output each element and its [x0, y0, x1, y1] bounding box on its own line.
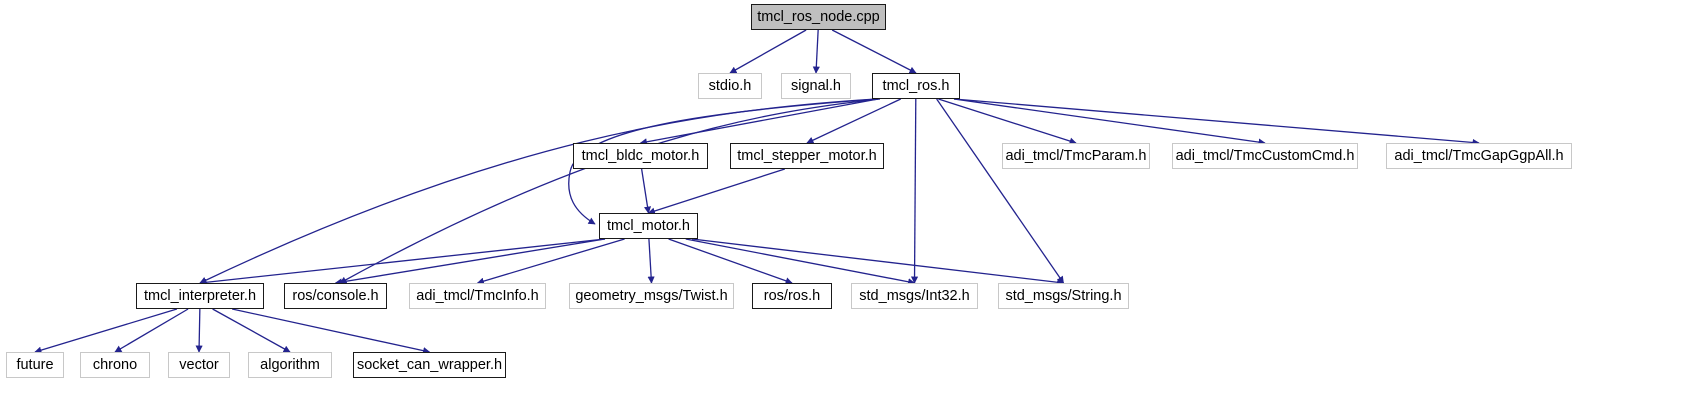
edge-n9-n11 — [334, 238, 606, 286]
edge-n10-n18 — [114, 308, 189, 353]
graph-node-label: std_msgs/String.h — [1005, 287, 1122, 304]
graph-node-label: ros/console.h — [292, 287, 379, 304]
graph-node-label: tmcl_ros.h — [882, 77, 950, 94]
graph-node-stdio-h[interactable]: stdio.h — [698, 73, 762, 99]
graph-node-label: tmcl_bldc_motor.h — [581, 147, 700, 164]
edge-n9-n10 — [199, 238, 606, 286]
edge-n3-n10 — [199, 98, 877, 284]
edge-n3-n5 — [806, 98, 902, 144]
graph-node-adi-tmcl-tmcparam-h[interactable]: adi_tmcl/TmcParam.h — [1002, 143, 1150, 169]
edge-n9-n12 — [476, 238, 625, 285]
graph-node-socket-can-wrapper-h[interactable]: socket_can_wrapper.h — [353, 352, 506, 378]
graph-node-label: algorithm — [260, 356, 320, 373]
edge-n4-n9 — [640, 168, 652, 214]
graph-node-label: geometry_msgs/Twist.h — [575, 287, 728, 304]
graph-node-future[interactable]: future — [6, 352, 64, 378]
graph-node-ros-console-h[interactable]: ros/console.h — [284, 283, 387, 309]
graph-node-ros-ros-h[interactable]: ros/ros.h — [752, 283, 832, 309]
graph-node-algorithm[interactable]: algorithm — [248, 352, 332, 378]
graph-node-geometry-msgs-twist-h[interactable]: geometry_msgs/Twist.h — [569, 283, 734, 309]
graph-node-label: std_msgs/Int32.h — [859, 287, 970, 304]
edge-n5-n9 — [647, 168, 786, 215]
graph-node-label: tmcl_stepper_motor.h — [737, 147, 877, 164]
graph-node-std-msgs-string-h[interactable]: std_msgs/String.h — [998, 283, 1129, 309]
graph-node-tmcl-bldc-motor-h[interactable]: tmcl_bldc_motor.h — [573, 143, 708, 169]
graph-node-label: adi_tmcl/TmcCustomCmd.h — [1175, 147, 1355, 164]
graph-node-label: chrono — [92, 356, 138, 373]
graph-node-adi-tmcl-tmcinfo-h[interactable]: adi_tmcl/TmcInfo.h — [409, 283, 546, 309]
edge-n10-n19 — [195, 308, 203, 353]
edge-n9-n13 — [647, 238, 655, 284]
edge-n10-n17 — [34, 308, 178, 354]
graph-node-vector[interactable]: vector — [168, 352, 230, 378]
graph-node-adi-tmcl-tmccustomcmd-h[interactable]: adi_tmcl/TmcCustomCmd.h — [1172, 143, 1358, 169]
edge-n0-n1 — [729, 29, 807, 74]
graph-node-adi-tmcl-tmcgapggpall-h[interactable]: adi_tmcl/TmcGapGgpAll.h — [1386, 143, 1572, 169]
graph-node-label: tmcl_ros_node.cpp — [757, 8, 880, 25]
graph-node-label: tmcl_interpreter.h — [143, 287, 257, 304]
graph-node-std-msgs-int32-h[interactable]: std_msgs/Int32.h — [851, 283, 978, 309]
edge-n3-n16 — [936, 98, 1065, 284]
edge-n3-n15 — [910, 98, 919, 284]
edge-n3-n8 — [953, 98, 1480, 147]
edge-n9-n14 — [668, 238, 793, 285]
edge-n3-n11 — [339, 98, 881, 284]
graph-node-label: tmcl_motor.h — [607, 217, 690, 234]
edge-n3-n4 — [639, 98, 879, 146]
graph-node-chrono[interactable]: chrono — [80, 352, 150, 378]
graph-node-tmcl-ros-h[interactable]: tmcl_ros.h — [872, 73, 960, 99]
graph-node-label: adi_tmcl/TmcInfo.h — [416, 287, 539, 304]
graph-node-tmcl-ros-node-cpp[interactable]: tmcl_ros_node.cpp — [751, 4, 886, 30]
edge-n3-n7 — [953, 98, 1266, 146]
graph-node-label: ros/ros.h — [763, 287, 821, 304]
graph-node-tmcl-stepper-motor-h[interactable]: tmcl_stepper_motor.h — [730, 143, 884, 169]
graph-node-label: signal.h — [791, 77, 841, 94]
graph-node-label: stdio.h — [708, 77, 752, 94]
edge-n9-n15 — [685, 238, 916, 286]
edge-n0-n2 — [812, 29, 820, 74]
edge-n10-n21 — [231, 308, 431, 355]
graph-node-label: future — [16, 356, 54, 373]
edge-n9-n16 — [691, 238, 1065, 286]
graph-node-label: socket_can_wrapper.h — [356, 356, 503, 373]
graph-node-tmcl-motor-h[interactable]: tmcl_motor.h — [599, 213, 698, 239]
edge-n0-n3 — [831, 29, 917, 74]
graph-node-label: adi_tmcl/TmcGapGgpAll.h — [1394, 147, 1564, 164]
graph-node-label: adi_tmcl/TmcParam.h — [1005, 147, 1147, 164]
graph-node-label: vector — [179, 356, 219, 373]
graph-node-tmcl-interpreter-h[interactable]: tmcl_interpreter.h — [136, 283, 264, 309]
graph-node-signal-h[interactable]: signal.h — [781, 73, 851, 99]
edge-n10-n20 — [212, 308, 291, 353]
edge-n3-n6 — [938, 98, 1077, 145]
